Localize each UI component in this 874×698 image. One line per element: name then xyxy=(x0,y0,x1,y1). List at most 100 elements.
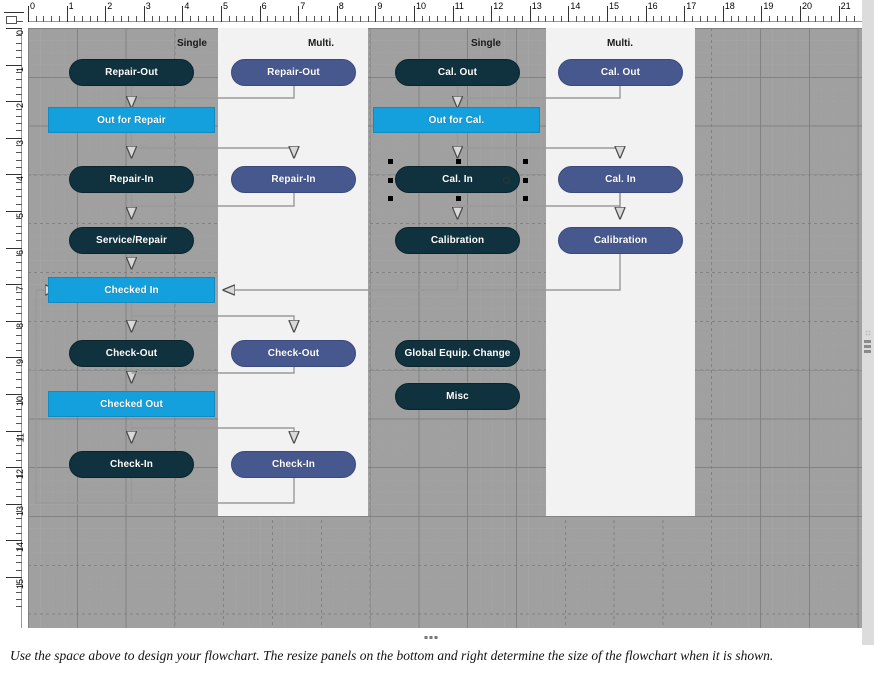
ruler-tick-minor xyxy=(738,16,740,22)
ruler-tick-minor xyxy=(506,16,508,22)
ruler-tick-major xyxy=(6,577,22,578)
node-label: Misc xyxy=(446,391,469,402)
resize-handle-s[interactable] xyxy=(455,196,461,201)
ruler-tick-minor xyxy=(244,16,246,22)
ruler-label: 2 xyxy=(107,1,113,11)
ruler-tick-minor xyxy=(120,16,122,22)
resize-handle-sw[interactable] xyxy=(388,196,393,201)
ruler-corner-unit-box[interactable] xyxy=(0,0,28,28)
node-label: Cal. Out xyxy=(437,67,478,78)
ruler-tick-minor xyxy=(16,57,22,59)
node-service-repair[interactable]: Service/Repair xyxy=(69,227,194,254)
ruler-tick-major xyxy=(414,6,415,22)
ruler-baseline xyxy=(21,28,22,628)
column-title: Single xyxy=(176,38,207,49)
resize-handle-w[interactable] xyxy=(388,177,393,183)
ruler-tick-minor xyxy=(16,93,22,95)
ruler-tick-minor xyxy=(815,16,817,22)
node-check-in-single[interactable]: Check-In xyxy=(69,451,194,478)
ruler-tick-minor xyxy=(745,16,747,22)
ruler-tick-minor xyxy=(213,16,215,22)
ruler-label: 5 xyxy=(223,1,229,11)
ruler-tick-minor xyxy=(444,16,446,22)
resize-handle-n[interactable] xyxy=(455,159,461,164)
node-label: Repair-In xyxy=(109,174,154,185)
ruler-tick-minor xyxy=(344,16,346,22)
node-repair-out-multi[interactable]: Repair-Out xyxy=(231,59,356,86)
node-global-equip[interactable]: Global Equip. Change xyxy=(395,340,520,367)
ruler-tick-major xyxy=(607,6,608,22)
ruler-tick-minor xyxy=(305,16,307,22)
ruler-tick-minor xyxy=(228,16,230,22)
node-label: Out for Cal. xyxy=(428,114,485,126)
ruler-tick-minor xyxy=(151,16,153,22)
resize-handle-nw[interactable] xyxy=(388,159,393,164)
node-misc[interactable]: Misc xyxy=(395,383,520,410)
node-out-for-cal[interactable]: Out for Cal. xyxy=(373,107,540,133)
ruler-label: 3 xyxy=(15,139,25,145)
node-repair-in-multi[interactable]: Repair-In xyxy=(231,166,356,193)
column-title: Single xyxy=(470,38,501,49)
ruler-tick-minor xyxy=(16,159,22,161)
node-calibration-single[interactable]: Calibration xyxy=(395,227,520,254)
node-out-for-repair[interactable]: Out for Repair xyxy=(48,107,215,133)
ruler-tick-minor xyxy=(16,408,22,410)
ruler-label: 8 xyxy=(338,1,344,11)
ruler-tick-minor xyxy=(537,16,539,22)
ruler-tick-minor xyxy=(16,262,22,264)
ruler-tick-minor xyxy=(267,16,269,22)
ruler-tick-minor xyxy=(16,276,22,278)
bottom-resize-handle[interactable] xyxy=(0,628,862,650)
node-repair-out-single[interactable]: Repair-Out xyxy=(69,59,194,86)
node-check-out-multi[interactable]: Check-Out xyxy=(231,340,356,367)
resize-handle-se[interactable] xyxy=(523,196,528,201)
ruler-label: 8 xyxy=(15,322,25,328)
node-label: Check-Out xyxy=(267,348,320,359)
node-calibration-multi[interactable]: Calibration xyxy=(558,227,683,254)
ruler-tick-minor xyxy=(846,16,848,22)
ruler-label: 12 xyxy=(493,1,504,11)
right-resize-panel[interactable] xyxy=(862,0,874,645)
resize-handle-ne[interactable] xyxy=(523,159,528,164)
ruler-tick-major xyxy=(143,6,145,22)
node-checked-out[interactable]: Checked Out xyxy=(48,391,215,417)
ruler-label: 20 xyxy=(802,1,813,11)
ruler-tick-minor xyxy=(653,16,655,22)
node-label: Repair-Out xyxy=(105,67,158,78)
node-check-out-single[interactable]: Check-Out xyxy=(69,340,194,367)
ruler-tick-minor xyxy=(753,16,755,22)
ruler-tick-minor xyxy=(359,16,361,22)
ruler-tick-major xyxy=(6,540,22,542)
ruler-tick-minor xyxy=(16,518,22,520)
ruler-tick-minor xyxy=(16,108,22,110)
ruler-tick-minor xyxy=(313,16,315,22)
ruler-tick-minor xyxy=(16,547,22,549)
ruler-label: 15 xyxy=(609,1,620,11)
ruler-tick-major xyxy=(684,6,686,22)
node-cal-out-single[interactable]: Cal. Out xyxy=(395,59,520,86)
resize-handle-e[interactable] xyxy=(523,177,528,183)
node-cal-in-multi[interactable]: Cal. In xyxy=(558,166,683,193)
ruler-label: 0 xyxy=(30,1,36,11)
ruler-tick-minor xyxy=(691,16,693,22)
node-repair-in-single[interactable]: Repair-In xyxy=(69,166,194,193)
rotate-handle[interactable] xyxy=(503,176,510,184)
node-check-in-multi[interactable]: Check-In xyxy=(231,451,356,478)
ruler-tick-minor xyxy=(460,16,462,22)
ruler-tick-minor xyxy=(16,364,22,366)
node-cal-in-single[interactable]: Cal. In xyxy=(395,166,520,193)
ruler-tick-minor xyxy=(16,598,22,600)
ruler-tick-minor xyxy=(16,203,22,205)
ruler-label: 18 xyxy=(724,1,735,11)
ruler-tick-minor xyxy=(406,16,408,22)
ruler-tick-minor xyxy=(16,481,22,483)
ruler-label: 13 xyxy=(531,1,542,11)
ruler-tick-minor xyxy=(282,16,284,22)
ruler-tick-major xyxy=(800,6,801,22)
node-cal-out-multi[interactable]: Cal. Out xyxy=(558,59,683,86)
ruler-tick-minor xyxy=(468,16,470,22)
ruler-tick-minor xyxy=(16,555,22,557)
ruler-tick-minor xyxy=(16,328,22,330)
node-checked-in[interactable]: Checked In xyxy=(48,277,215,303)
